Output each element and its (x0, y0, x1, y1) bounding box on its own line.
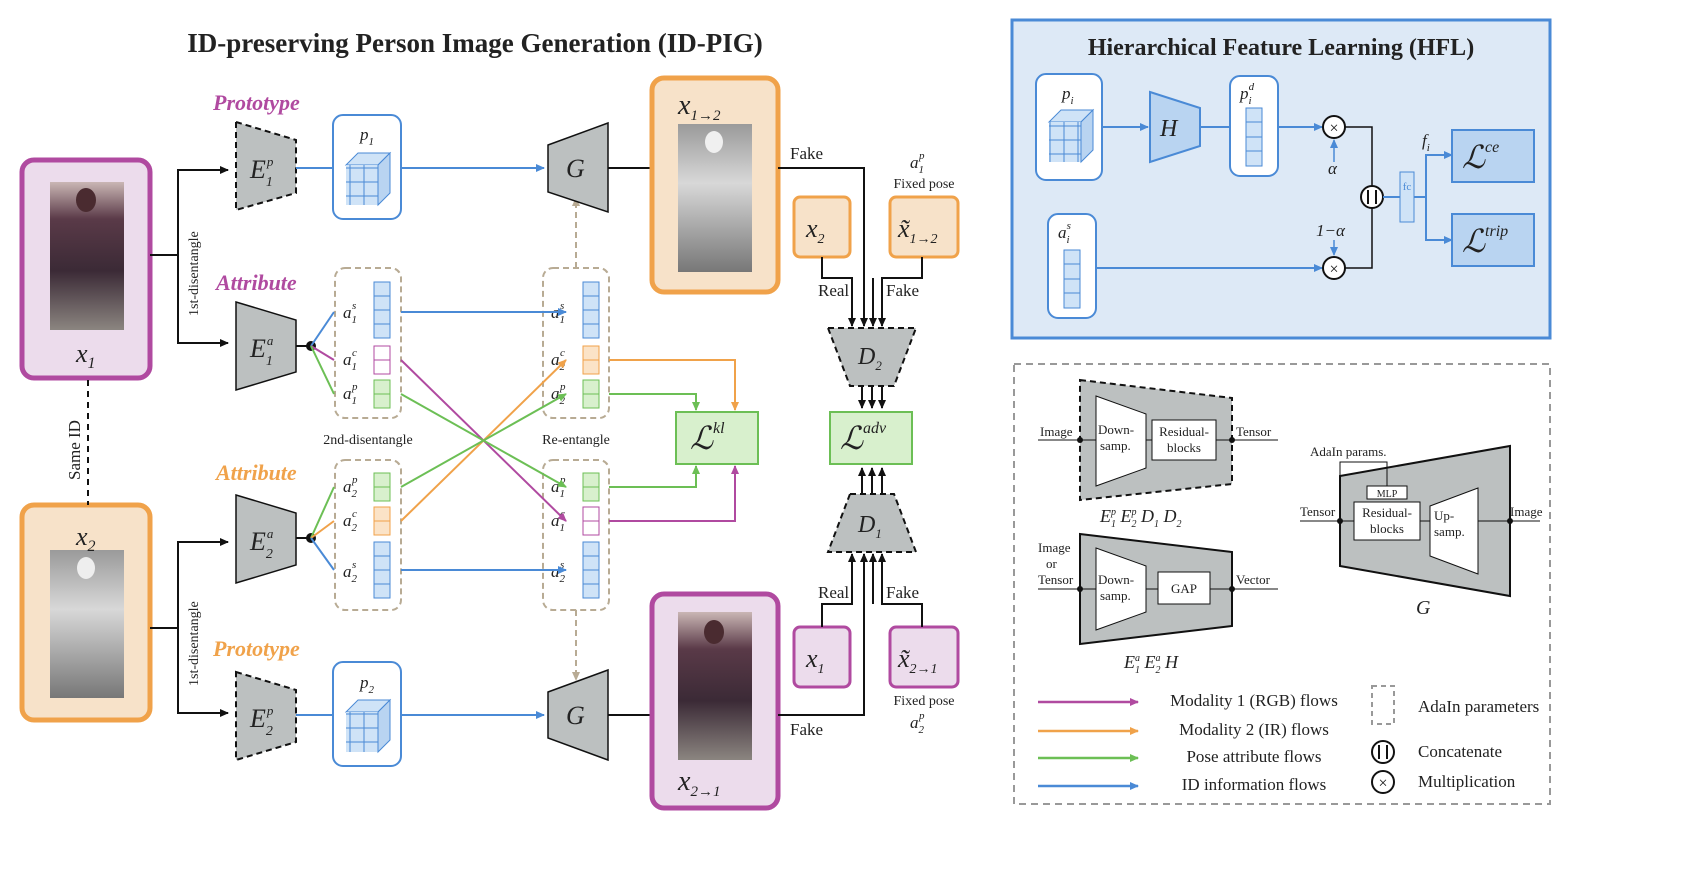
svg-text:a1s: a1s (343, 300, 357, 326)
second-disentangle-label: 2nd-disentangle (323, 433, 412, 448)
input-image-x2: x2 (19, 502, 153, 723)
legend-pose-flow: Pose attribute flows (1186, 747, 1321, 766)
adv-loss-box: ℒadv (829, 411, 913, 465)
real-label-bottom: Real (818, 583, 849, 602)
legend-image-label-2: Image (1510, 504, 1543, 519)
fake-label-bottom: Fake (790, 720, 823, 739)
mlp-label: MLP (1377, 489, 1398, 500)
svg-text:a2c: a2c (343, 508, 358, 534)
legend-panel: Down- samp. Residual- blocks Image Tenso… (1013, 363, 1551, 805)
encoder-e2p: E2p (235, 670, 297, 762)
svg-text:a1c: a1c (343, 347, 357, 373)
svg-text:fi: fi (1422, 131, 1430, 154)
fake-label-top-right: Fake (886, 281, 919, 300)
attribute-label-1: Attribute (214, 270, 297, 295)
residual-2-line1: Residual- (1362, 505, 1412, 520)
alpha-label: α (1328, 159, 1338, 178)
kl-loss-box: ℒkl (675, 411, 759, 465)
prototype-p2: p2 (332, 661, 402, 767)
fixed-pose-image-bottom: x̃2→1 (888, 625, 960, 689)
input-image-x1: x1 (19, 157, 153, 381)
fake-label-bottom-right: Fake (886, 583, 919, 602)
svg-text:samp.: samp. (1100, 438, 1131, 453)
svg-text:×: × (1329, 261, 1338, 278)
attribute-label-2: Attribute (214, 460, 297, 485)
svg-text:×: × (1378, 775, 1387, 792)
prototype-p1: p1 (332, 114, 402, 220)
downsamp-1-line1: Down- (1098, 422, 1134, 437)
svg-text:G: G (1416, 597, 1431, 619)
fc-label: fc (1403, 181, 1412, 193)
prototype-label-1: Prototype (212, 90, 300, 115)
fixed-pose-image-top: x̃1→2 (888, 195, 960, 259)
svg-text:Down-: Down- (1098, 422, 1134, 437)
discriminator-d1: D1 (826, 493, 918, 553)
real-image-x2: x2 (792, 195, 852, 259)
svg-text:pi: pi (1061, 84, 1074, 107)
legend-rgb-flow: Modality 1 (RGB) flows (1170, 691, 1338, 710)
svg-text:a2p: a2p (910, 710, 925, 736)
svg-text:a2p: a2p (343, 474, 358, 500)
gap-label: GAP (1171, 581, 1197, 596)
svg-text:pid: pid (1239, 81, 1255, 107)
legend-id-flow: ID information flows (1182, 775, 1326, 794)
generated-image-x1to2: x1→2 (649, 75, 781, 295)
downsamp-1-line2: samp. (1100, 438, 1131, 453)
svg-text:a1p: a1p (910, 150, 925, 176)
adain-params-label: AdaIn params. (1310, 444, 1387, 459)
reentangle-group-top: a1s a2c a2p (542, 267, 610, 419)
image-or-tensor-line3: Tensor (1038, 572, 1074, 587)
image-or-tensor-line1: Image (1038, 540, 1071, 555)
fixed-pose-label-top: Fixed pose (893, 177, 954, 192)
legend-multiplication: Multiplication (1418, 772, 1516, 791)
downsamp-2-line1: Down- (1098, 572, 1134, 587)
legend-concatenate: Concatenate (1418, 742, 1502, 761)
reentangle-group-bottom: a1p a1c a2s (542, 459, 610, 611)
upsamp-line1: Up- (1434, 508, 1454, 523)
legend-ir-flow: Modality 2 (IR) flows (1179, 720, 1329, 739)
real-label-top: Real (818, 281, 849, 300)
generator-top: G (547, 121, 609, 214)
legend-image-label-1: Image (1040, 424, 1073, 439)
generated-image-x2to1: x2→1 (649, 591, 781, 811)
real-image-x1: x1 (792, 625, 852, 689)
encoder-e1a: E1a (235, 300, 297, 392)
attribute-group-2: a2p a2c a2s (334, 459, 402, 611)
generator-bottom: G (547, 668, 609, 762)
re-entangle-label: Re-entangle (542, 433, 610, 448)
svg-text:H: H (1159, 116, 1179, 142)
first-disentangle-top: 1st-disentangle (187, 231, 202, 316)
hfl-title: Hierarchical Feature Learning (HFL) (1088, 35, 1474, 61)
upsamp-line2: samp. (1434, 524, 1465, 539)
svg-text:G: G (566, 154, 585, 183)
same-id-label: Same ID (65, 420, 84, 480)
encoder-e1p: E1p (235, 120, 297, 212)
encoder-e2a: E2a (235, 493, 297, 585)
residual-2-line2: blocks (1370, 521, 1404, 536)
discriminator-d2: D2 (826, 327, 918, 387)
downsamp-2-line2: samp. (1100, 588, 1131, 603)
svg-text:ais: ais (1058, 220, 1071, 246)
legend-adain-parameters: AdaIn parameters (1418, 697, 1539, 716)
residual-1-line2: blocks (1167, 440, 1201, 455)
hfl-panel: Hierarchical Feature Learning (HFL) pi H… (1010, 18, 1552, 340)
one-minus-alpha-label: 1−α (1316, 221, 1346, 240)
vector-label: Vector (1236, 572, 1271, 587)
fixed-pose-label-bottom: Fixed pose (893, 694, 954, 709)
fake-label-top: Fake (790, 144, 823, 163)
prototype-label-2: Prototype (212, 636, 300, 661)
legend-tensor-label-1: Tensor (1236, 424, 1272, 439)
svg-text:a1p: a1p (343, 381, 358, 407)
svg-text:G: G (566, 701, 585, 730)
residual-1-line1: Residual- (1159, 424, 1209, 439)
svg-text:×: × (1329, 120, 1338, 137)
legend-tensor-label-2: Tensor (1300, 504, 1336, 519)
main-title: ID-preserving Person Image Generation (I… (187, 28, 762, 58)
image-or-tensor-line2: or (1046, 556, 1058, 571)
svg-text:a2s: a2s (343, 559, 358, 585)
first-disentangle-bottom: 1st-disentangle (187, 601, 202, 686)
attribute-group-1: a1s a1c a1p (334, 267, 402, 419)
